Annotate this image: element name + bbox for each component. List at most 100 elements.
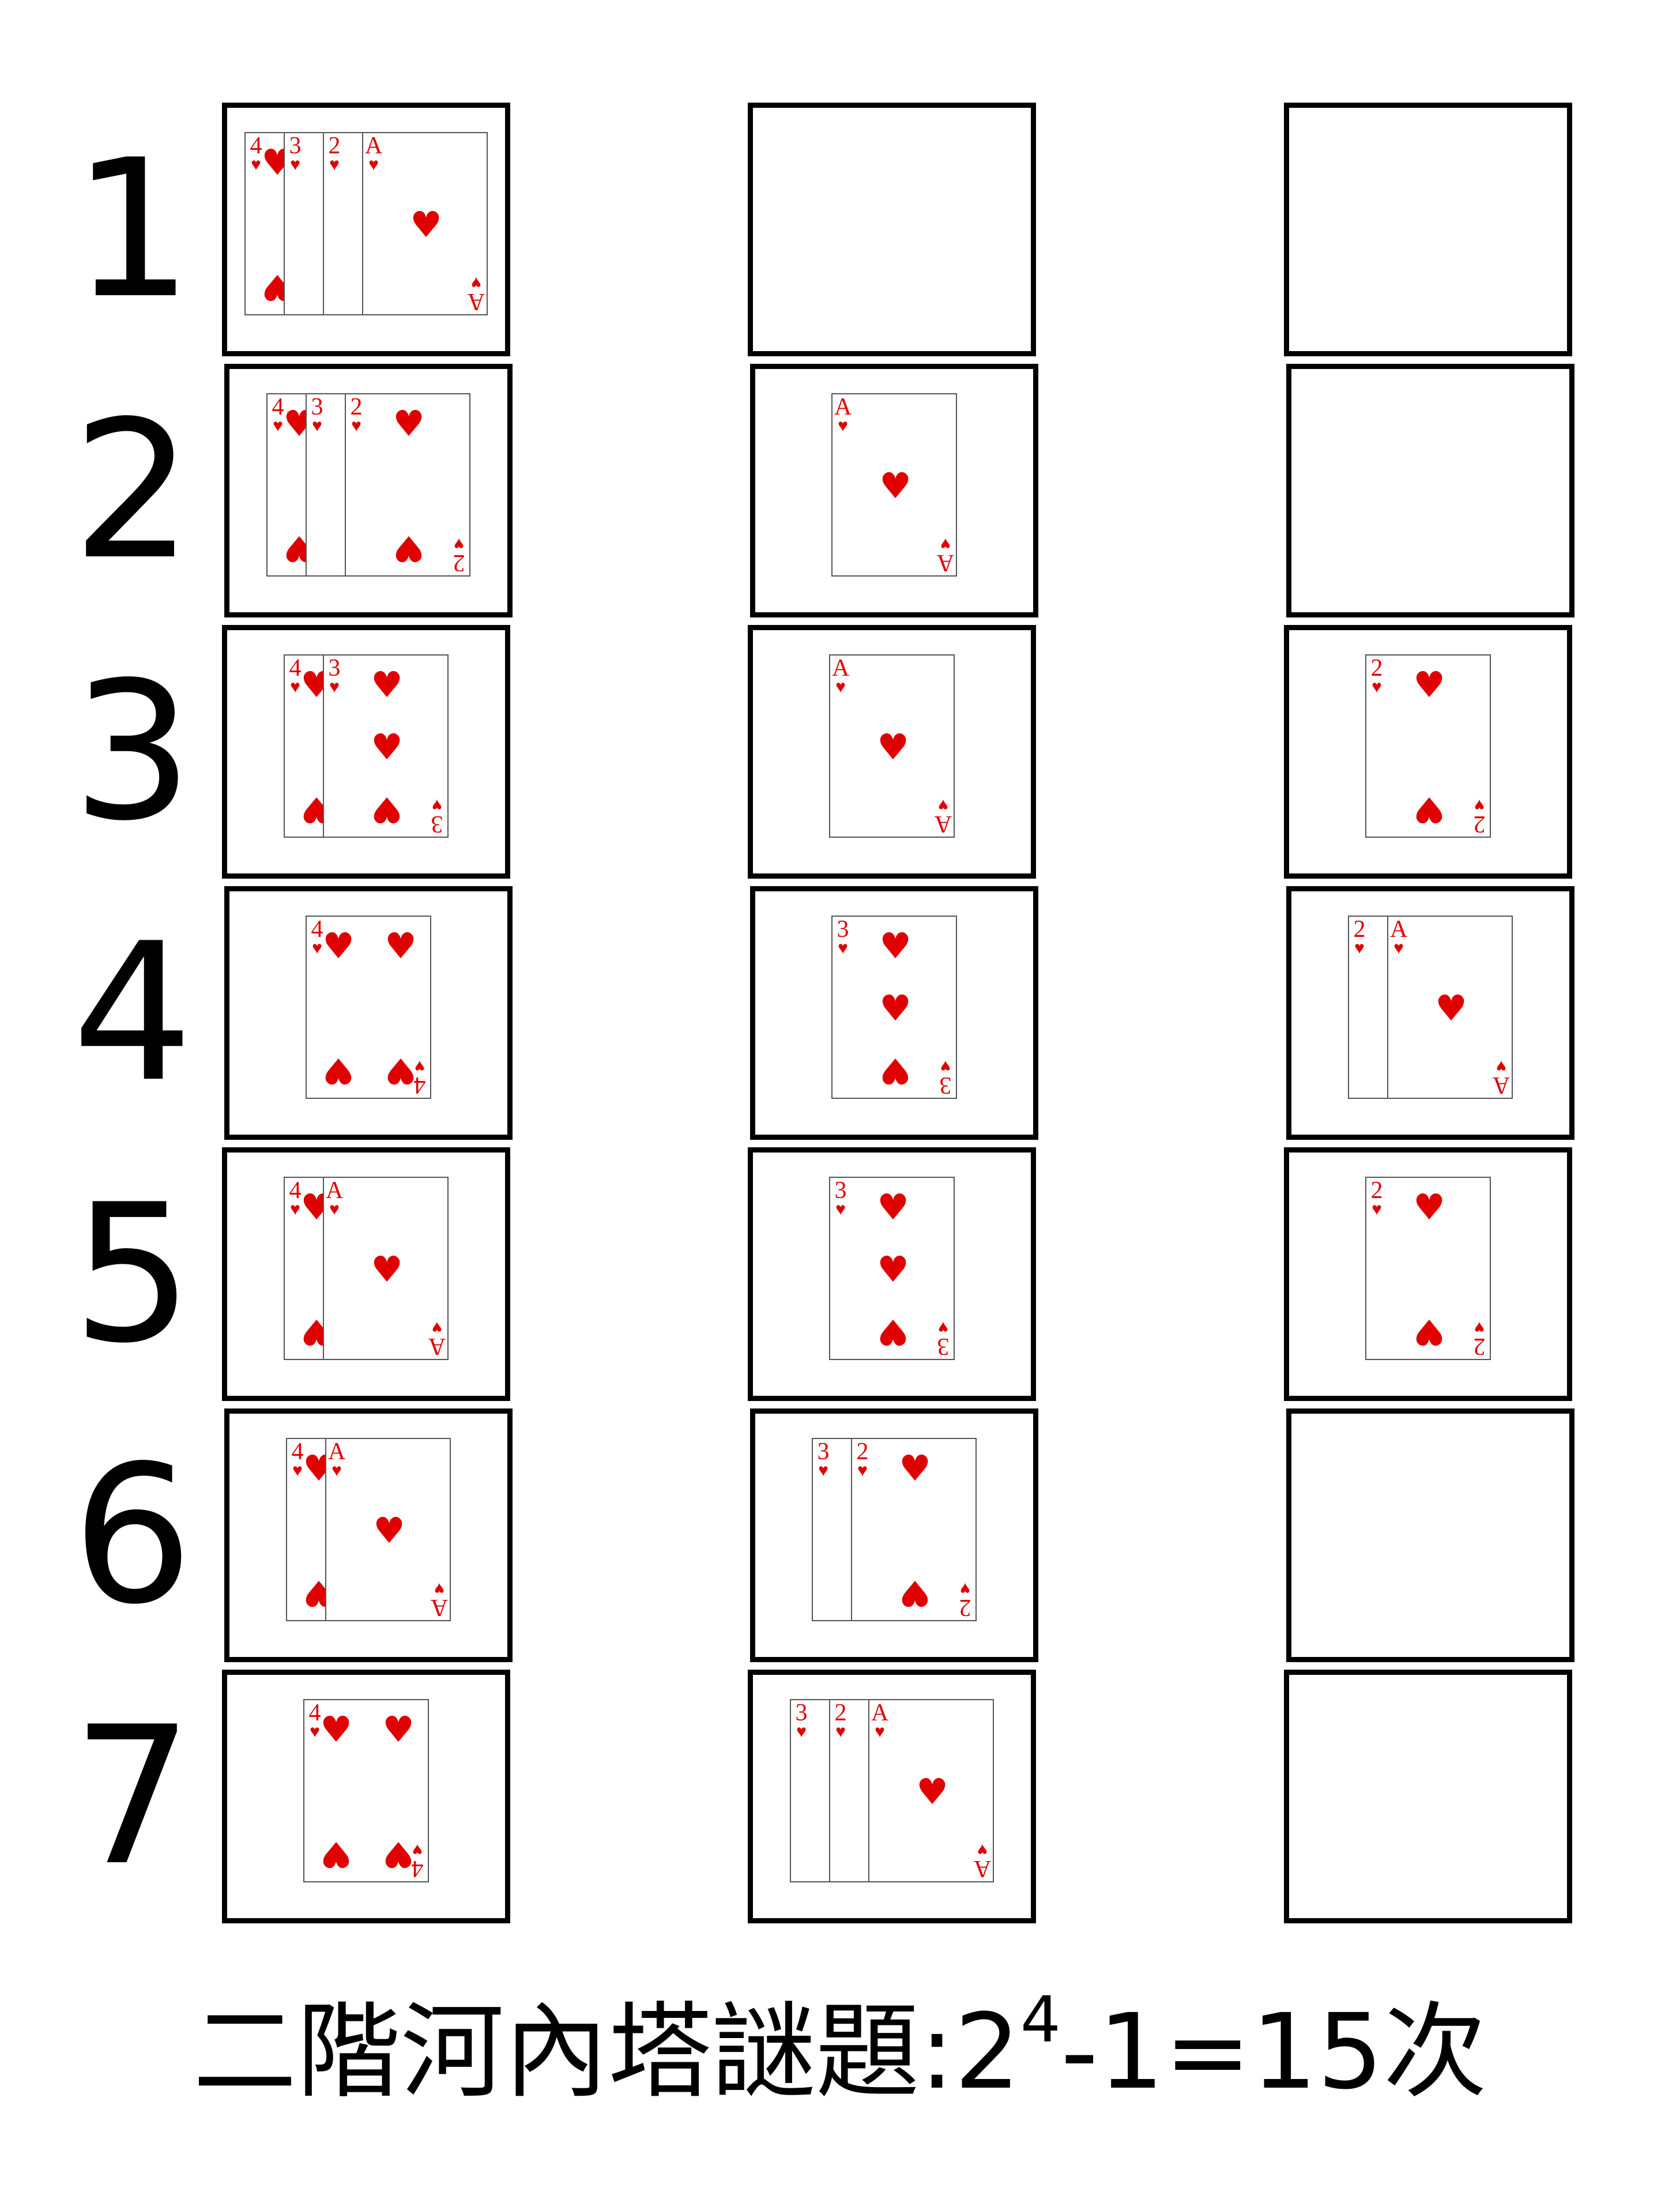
peg-box: 3♥3♥♥♥♥2♥2♥♥♥ xyxy=(750,1408,1038,1662)
card-corner-index: 2♥ xyxy=(1368,655,1385,696)
peg-box: 4♥4♥♥♥♥♥ xyxy=(222,1670,510,1923)
card-corner-index: A♥ xyxy=(326,1178,343,1219)
peg-box: 4♥4♥♥♥♥♥A♥A♥♥ xyxy=(222,1147,510,1401)
card-rank: 4 xyxy=(308,1700,321,1726)
card-rank: 2 xyxy=(1353,916,1366,943)
heart-icon: ♥ xyxy=(899,1572,931,1614)
card-rank: 3 xyxy=(837,916,849,943)
heart-icon: ♥ xyxy=(393,402,425,445)
heart-icon: ♥ xyxy=(877,1248,909,1290)
heart-icon: ♥ xyxy=(838,416,848,435)
playing-card: 4♥4♥♥♥♥♥ xyxy=(306,916,431,1099)
card-corner-index: A♥ xyxy=(328,1438,346,1480)
heart-icon: ♥ xyxy=(818,1461,828,1480)
heart-icon: ♥ xyxy=(916,1771,948,1813)
heart-icon: ♥ xyxy=(857,1461,868,1480)
heart-icon: ♥ xyxy=(875,1722,885,1741)
card-rank: 2 xyxy=(1370,655,1383,681)
card-corner-index: 3♥ xyxy=(287,134,304,174)
heart-icon: ♥ xyxy=(385,925,417,967)
card-corner-index-inverted: 3♥ xyxy=(937,1057,954,1098)
card-corner-index: A♥ xyxy=(365,134,382,174)
card-corner-index: 4♥ xyxy=(287,656,304,696)
card-corner-index: 3♥ xyxy=(308,394,326,435)
step-number: 2 xyxy=(72,380,193,601)
playing-card: 2♥2♥♥♥ xyxy=(345,393,470,577)
step-number: 3 xyxy=(72,641,193,863)
card-corner-index-inverted: 2♥ xyxy=(956,1579,974,1620)
card-corner-index: 4♥ xyxy=(308,916,326,958)
card-rank: 4 xyxy=(250,133,262,159)
step-number: 6 xyxy=(72,1425,193,1646)
card-rank: 2 xyxy=(328,133,341,159)
peg-box: 3♥3♥♥♥♥ xyxy=(748,1147,1036,1401)
heart-icon: ♥ xyxy=(835,1200,846,1219)
heart-icon: ♥ xyxy=(382,1708,415,1750)
heart-icon: ♥ xyxy=(877,1311,909,1353)
heart-icon: ♥ xyxy=(879,465,911,507)
step-number: 7 xyxy=(72,1686,193,1907)
heart-icon: ♥ xyxy=(877,726,909,768)
peg-box: 2♥2♥♥♥A♥A♥♥ xyxy=(1286,886,1574,1140)
peg-box: A♥A♥♥ xyxy=(750,364,1038,617)
heart-icon: ♥ xyxy=(796,1722,807,1741)
card-corner-index: A♥ xyxy=(834,395,852,435)
heart-icon: ♥ xyxy=(879,925,911,967)
card-corner-index-inverted: 2♥ xyxy=(450,534,468,575)
card-rank: A xyxy=(328,1438,346,1465)
card-corner-index: 3♥ xyxy=(815,1438,832,1480)
heart-icon: ♥ xyxy=(835,1722,846,1741)
card-rank: 3 xyxy=(795,1700,808,1726)
heart-icon: ♥ xyxy=(329,1200,340,1219)
playing-card: A♥A♥♥ xyxy=(831,393,957,577)
card-corner-index: 2♥ xyxy=(348,395,365,435)
playing-card: 3♥3♥♥♥♥ xyxy=(323,654,449,838)
heart-icon: ♥ xyxy=(838,939,848,958)
heart-icon: ♥ xyxy=(1435,987,1467,1029)
card-rank: 4 xyxy=(291,1438,304,1465)
heart-icon: ♥ xyxy=(322,1050,355,1092)
peg-box xyxy=(748,103,1036,356)
peg-box: 4♥4♥♥♥♥♥ xyxy=(224,886,513,1140)
peg-box xyxy=(1286,364,1574,617)
card-corner-index: A♥ xyxy=(1390,917,1407,958)
title-exponent: 4 xyxy=(1020,1983,1061,2057)
card-corner-index: 3♥ xyxy=(834,916,852,958)
card-corner-index-inverted: 2♥ xyxy=(1471,1318,1488,1359)
peg-box: 2♥2♥♥♥ xyxy=(1284,1147,1572,1401)
card-corner-index-inverted: A♥ xyxy=(937,534,954,575)
heart-icon: ♥ xyxy=(351,416,361,435)
heart-icon: ♥ xyxy=(332,1461,342,1480)
playing-card: A♥A♥♥ xyxy=(362,132,488,315)
card-corner-index: 2♥ xyxy=(326,133,343,174)
card-rank: 2 xyxy=(1370,1177,1383,1204)
card-corner-index-inverted: 3♥ xyxy=(428,796,446,837)
step-number: 1 xyxy=(72,119,193,340)
card-rank: 4 xyxy=(311,916,323,943)
heart-icon: ♥ xyxy=(385,1050,417,1092)
heart-icon: ♥ xyxy=(393,528,425,570)
peg-box: 3♥3♥♥♥♥ xyxy=(750,886,1038,1140)
card-rank: 3 xyxy=(311,394,323,420)
heart-icon: ♥ xyxy=(1393,939,1404,958)
card-rank: 4 xyxy=(289,1177,302,1204)
playing-card: 2♥2♥♥♥ xyxy=(1365,654,1491,838)
card-corner-index: 2♥ xyxy=(854,1440,871,1480)
heart-icon: ♥ xyxy=(251,155,261,174)
heart-icon: ♥ xyxy=(290,677,300,696)
peg-box xyxy=(1286,1408,1574,1662)
playing-card: A♥A♥♥ xyxy=(829,654,955,838)
puzzle-title: 二階河內塔謎題:24-1=15次 xyxy=(0,1988,1680,2116)
heart-icon: ♥ xyxy=(312,939,322,958)
card-rank: 3 xyxy=(817,1438,830,1465)
heart-icon: ♥ xyxy=(879,987,911,1029)
card-corner-index: A♥ xyxy=(832,656,849,696)
heart-icon: ♥ xyxy=(410,204,442,246)
playing-card: 2♥2♥♥♥ xyxy=(851,1438,977,1621)
heart-icon: ♥ xyxy=(1372,1200,1382,1219)
playing-card: 3♥3♥♥♥♥ xyxy=(829,1177,955,1360)
heart-icon: ♥ xyxy=(329,155,340,174)
title-suffix: -1=15次 xyxy=(1060,1992,1487,2112)
card-corner-index: 4♥ xyxy=(269,395,287,435)
step-number: 4 xyxy=(72,902,193,1124)
